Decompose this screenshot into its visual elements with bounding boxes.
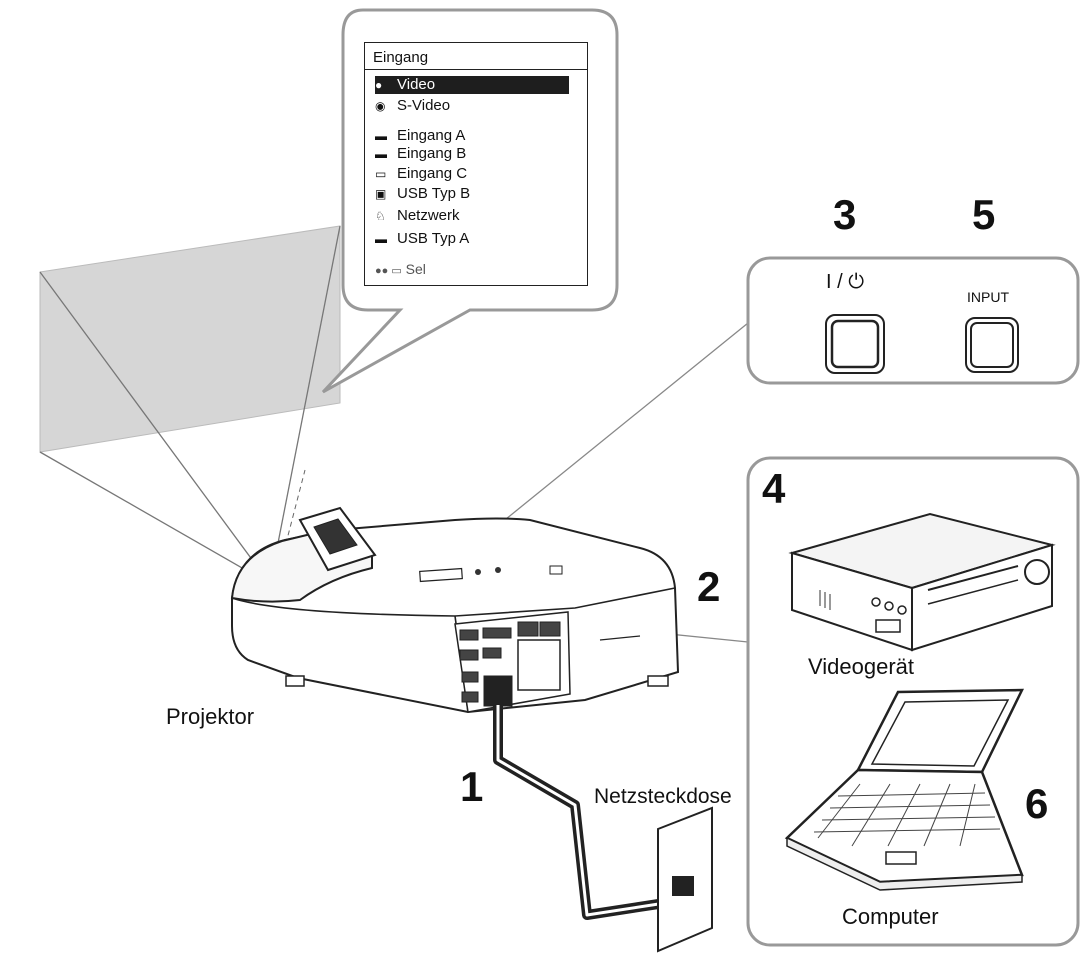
step-6: 6 bbox=[1025, 780, 1049, 827]
step-4: 4 bbox=[762, 465, 786, 512]
menu-item-eingang-b[interactable]: ▬Eingang B bbox=[375, 145, 467, 162]
menu-item-usb-typ-a[interactable]: ▬USB Typ A bbox=[375, 230, 470, 247]
arrow-keys-icon: ●● ▭ bbox=[375, 265, 402, 277]
laptop-illustration bbox=[784, 688, 1025, 891]
power-plug bbox=[672, 876, 694, 896]
power-button-label: I / ⏻ bbox=[826, 271, 865, 293]
menu-item-s-video[interactable]: ◉S-Video bbox=[375, 97, 451, 114]
vga-port-icon: ▬ bbox=[375, 129, 387, 143]
dvi-port-icon: ▭ bbox=[375, 167, 387, 181]
step-5: 5 bbox=[972, 191, 996, 238]
projector-illustration bbox=[230, 506, 680, 714]
power-cable bbox=[493, 705, 687, 920]
video-device-illustration bbox=[788, 512, 1056, 652]
computer-label: Computer bbox=[842, 904, 939, 929]
menu-item-eingang-a[interactable]: ▬Eingang A bbox=[375, 127, 466, 144]
video-jack-icon: ● bbox=[375, 78, 383, 92]
menu-item-usb-typ-b[interactable]: ▣USB Typ B bbox=[375, 185, 471, 202]
beam-line-top bbox=[39, 271, 271, 585]
s-video-jack-icon: ◉ bbox=[375, 99, 386, 113]
beam-line-bottom bbox=[39, 451, 271, 585]
menu-divider bbox=[365, 69, 587, 70]
usb-b-port-icon: ▣ bbox=[375, 187, 387, 201]
step-1: 1 bbox=[460, 763, 484, 810]
menu-footer: ●● ▭ Sel bbox=[375, 261, 426, 277]
menu-item-eingang-c[interactable]: ▭Eingang C bbox=[375, 165, 468, 182]
menu-item-netzwerk[interactable]: ♘Netzwerk bbox=[375, 207, 460, 224]
power-button-inner bbox=[830, 319, 880, 369]
menu-title: Eingang bbox=[373, 49, 429, 66]
beam-line-center bbox=[269, 225, 341, 585]
projector-label: Projektor bbox=[166, 704, 255, 729]
power-cable-inner bbox=[496, 705, 684, 917]
step-2: 2 bbox=[697, 563, 721, 610]
projection-screen bbox=[39, 225, 341, 453]
input-menu: Eingang ●Video ◉S-Video ▬Eingang A ▬Eing… bbox=[364, 42, 588, 286]
video-device-label: Videogerät bbox=[808, 654, 915, 679]
step-3: 3 bbox=[833, 191, 857, 238]
input-button-inner bbox=[970, 322, 1014, 368]
menu-item-video[interactable]: ●Video bbox=[375, 76, 569, 94]
outlet-label: Netzsteckdose bbox=[594, 785, 732, 808]
input-button-label: INPUT bbox=[967, 289, 1009, 305]
usb-a-port-icon: ▬ bbox=[375, 232, 387, 246]
button-panel bbox=[746, 256, 1080, 385]
hdmi-port-icon: ▬ bbox=[375, 147, 387, 161]
network-icon: ♘ bbox=[375, 209, 386, 223]
